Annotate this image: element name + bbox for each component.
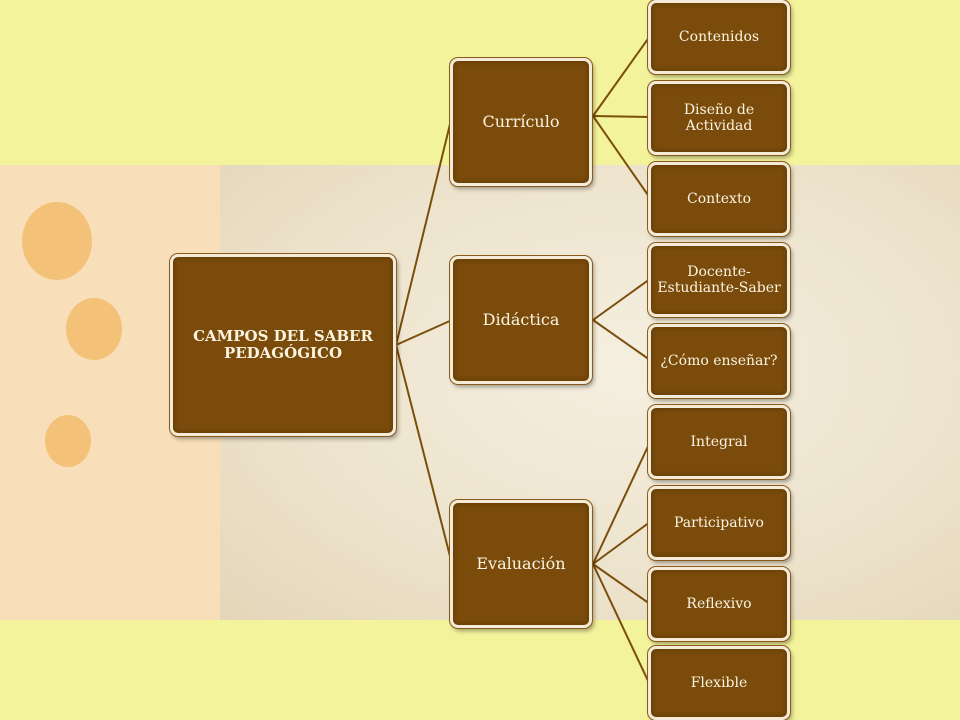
root-node: CAMPOS DEL SABER PEDAGÓGICO [170,254,396,436]
leaf-node-contenidos: Contenidos [648,0,790,74]
branch-node-evaluacion: Evaluación [450,500,592,628]
leaf-node-contexto: Contexto [648,162,790,236]
decorative-circle-medium [66,298,122,360]
leaf-node-diseno-de-actividad: Diseño de Actividad [648,81,790,155]
connector-root-curriculo [395,115,453,346]
connector-didactica-como [592,319,651,361]
leaf-node-docente-estudiante-saber: Docente-Estudiante-Saber [648,243,790,317]
leaf-node-como-ensenar: ¿Cómo enseñar? [648,324,790,398]
leaf-node-participativo: Participativo [648,486,790,560]
connector-curriculo-contexto [592,115,651,199]
connector-root-didactica [395,319,453,346]
leaf-node-integral: Integral [648,405,790,479]
connector-evaluacion-reflexivo [592,563,651,605]
connector-didactica-docente [592,278,651,321]
branch-node-didactica: Didáctica [450,256,592,384]
connector-evaluacion-participativo [592,521,651,565]
branch-node-curriculo: Currículo [450,58,592,186]
connector-evaluacion-integral [592,441,651,565]
connector-curriculo-contenidos [592,35,651,117]
connector-curriculo-diseno [592,115,651,118]
connector-evaluacion-flexible [592,563,651,686]
connector-root-evaluacion [395,344,453,565]
decorative-circle-small [45,415,91,467]
leaf-node-reflexivo: Reflexivo [648,567,790,641]
leaf-node-flexible: Flexible [648,646,790,720]
decorative-circle-large [22,202,92,280]
